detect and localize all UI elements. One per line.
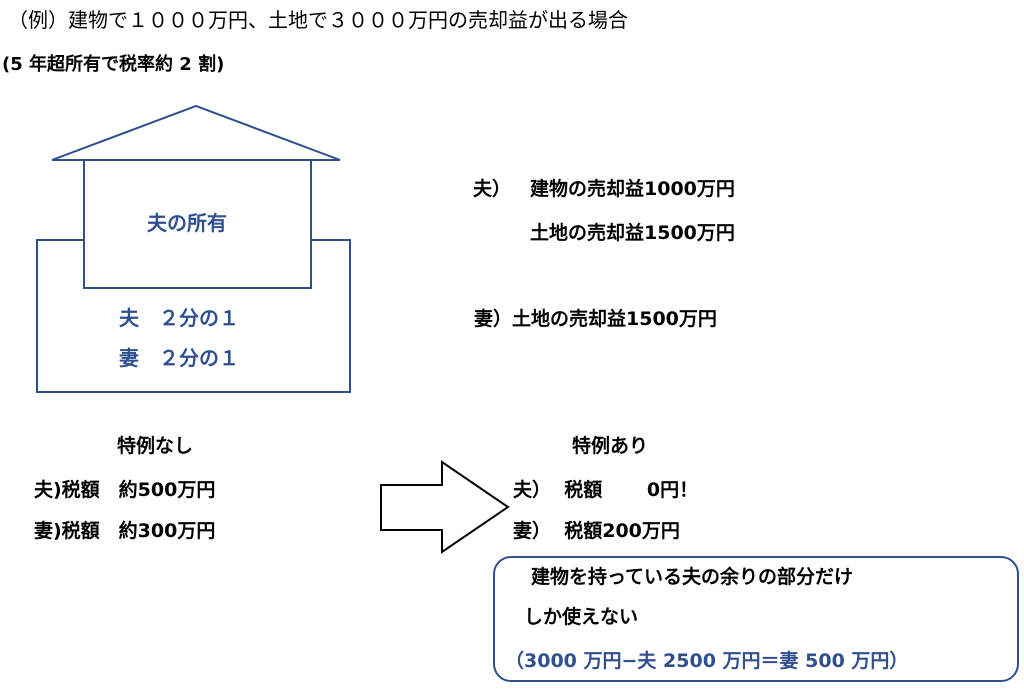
note-line-2: しか使えない (524, 606, 639, 628)
house-lower-box (36, 239, 351, 393)
page-subtitle: (5 年超所有で税率約 2 割) (2, 54, 225, 75)
special-husband-tax: 夫） 税額 0円！ (513, 479, 699, 501)
right-arrow (380, 460, 510, 554)
special-heading: 特例あり (572, 435, 649, 457)
house-owner-label: 夫の所有 (147, 211, 227, 235)
gains-husband-prefix: 夫） (473, 178, 512, 200)
no-special-husband-tax: 夫)税額 約500万円 (34, 479, 216, 501)
special-wife-tax: 妻） 税額200万円 (513, 520, 680, 542)
page-title: （例）建物で１０００万円、土地で３０００万円の売却益が出る場合 (8, 8, 628, 32)
house-share-husband: 夫 ２分の１ (119, 306, 239, 330)
note-line-3: （3000 万円−夫 2500 万円＝妻 500 万円） (505, 650, 909, 672)
gains-husband-land: 土地の売却益1500万円 (530, 222, 735, 244)
note-line-1: 建物を持っている夫の余りの部分だけ (531, 566, 854, 588)
house-upper-box (83, 159, 312, 289)
gains-wife: 妻）土地の売却益1500万円 (474, 308, 717, 330)
note-box (493, 556, 1019, 682)
gains-husband-building: 建物の売却益1000万円 (530, 178, 735, 200)
no-special-heading: 特例なし (117, 435, 194, 457)
house-share-wife: 妻 ２分の１ (119, 346, 239, 370)
house-roof (51, 104, 341, 161)
no-special-wife-tax: 妻)税額 約300万円 (34, 520, 216, 542)
